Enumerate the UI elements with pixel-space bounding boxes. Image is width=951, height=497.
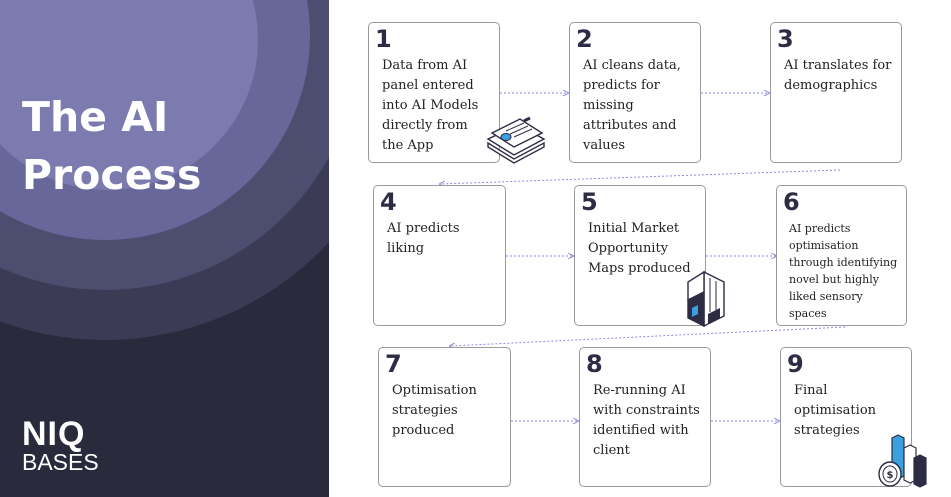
step-text: AI predicts liking	[387, 221, 460, 256]
bar-chart-coin-icon: $	[878, 434, 927, 488]
arrow-6-7	[450, 326, 846, 346]
step-box-5: 5 Initial Market Opportunity Maps produc…	[574, 185, 706, 326]
step-box-6: 6 AI predicts optimisation through ident…	[776, 185, 907, 326]
step-number: 9	[787, 350, 804, 378]
step-number: 5	[581, 188, 598, 216]
sidebar-panel: The AI Process NIQ BASES	[0, 0, 329, 497]
step-box-7: 7 Optimisation strategies produced	[378, 347, 511, 487]
step-box-8: 8 Re-running AI with constraints identif…	[579, 347, 711, 487]
step-text: Optimisation strategies produced	[392, 383, 477, 438]
step-number: 7	[385, 350, 402, 378]
step-text: Re-running AI with constraints identifie…	[593, 383, 700, 458]
step-number: 2	[576, 25, 593, 53]
logo-text-bases: BASES	[22, 449, 99, 475]
step-text: Initial Market Opportunity Maps produced	[588, 221, 691, 276]
step-text: Final optimisation strategies	[794, 383, 877, 438]
svg-text:$: $	[887, 470, 894, 481]
page-title: The AI Process	[22, 88, 201, 204]
step-number: 3	[777, 25, 794, 53]
title-line-1: The AI	[22, 93, 169, 141]
step-number: 6	[783, 188, 800, 216]
step-text: AI cleans data, predicts for missing att…	[583, 58, 681, 153]
step-box-1: 1 Data from AI panel entered into AI Mod…	[368, 22, 500, 163]
step-number: 4	[380, 188, 397, 216]
title-line-2: Process	[22, 151, 202, 199]
step-box-4: 4 AI predicts liking	[373, 185, 506, 326]
step-number: 1	[375, 25, 392, 53]
document-stack-icon	[486, 116, 546, 164]
step-text: Data from AI panel entered into AI Model…	[382, 58, 479, 153]
logo-text-niq: NIQ	[22, 415, 86, 453]
brand-logo: NIQ BASES	[22, 415, 99, 475]
step-box-2: 2 AI cleans data, predicts for missing a…	[569, 22, 701, 163]
step-text: AI translates for demographics	[784, 58, 892, 93]
step-number: 8	[586, 350, 603, 378]
arrow-3-4	[440, 169, 841, 184]
box-device-icon	[687, 270, 725, 328]
step-text: AI predicts optimisation through identif…	[789, 222, 898, 320]
step-box-3: 3 AI translates for demographics	[770, 22, 902, 163]
